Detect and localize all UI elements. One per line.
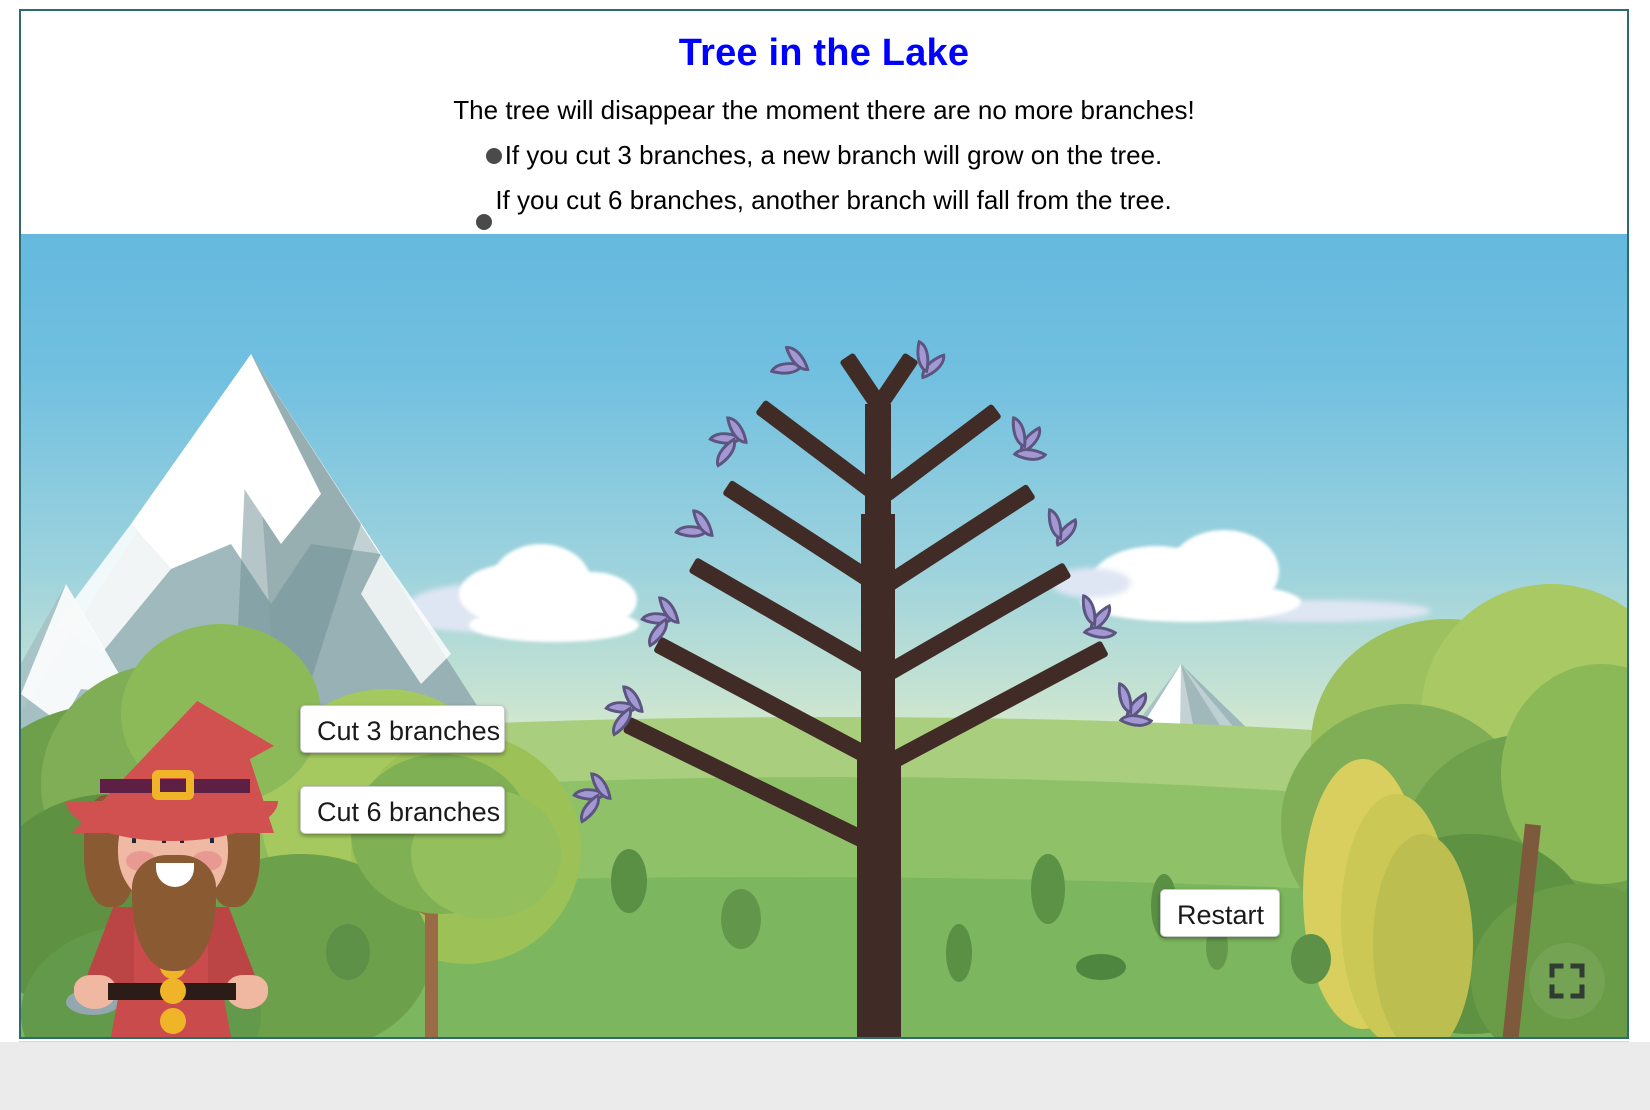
gnome-hat-buckle: [152, 770, 194, 800]
rule-text: If you cut 6 branches, another branch wi…: [495, 185, 1172, 215]
cut-6-branches-button[interactable]: Cut 6 branches: [300, 786, 505, 834]
intro-text: The tree will disappear the moment there…: [453, 95, 1195, 125]
gnome-character: [56, 697, 286, 1037]
bottom-strip: [0, 1042, 1650, 1110]
gnome-robe-button: [160, 978, 186, 1004]
tree-branch: [884, 562, 1072, 680]
game-scene: Cut 3 branches Cut 6 branches Restart: [21, 234, 1627, 1037]
tree-branch: [839, 352, 889, 414]
gnome-robe-button: [160, 1008, 186, 1034]
tree-branch: [879, 403, 1002, 502]
gnome-hat-band: [100, 779, 250, 793]
rule-text: If you cut 3 branches, a new branch will…: [504, 140, 1163, 170]
rule-item: If you cut 3 branches, a new branch will…: [21, 140, 1627, 171]
instructions-panel: Tree in the Lake The tree will disappear…: [21, 11, 1627, 234]
rule-item: If you cut 6 branches, another branch wi…: [21, 185, 1627, 230]
fullscreen-button[interactable]: [1529, 943, 1605, 1019]
cloud-right: [1051, 524, 1431, 644]
cut-3-branches-button[interactable]: Cut 3 branches: [300, 705, 505, 753]
tree-trunk: [857, 754, 901, 1037]
cloud-left: [351, 534, 641, 664]
tree-branch: [722, 479, 876, 588]
bullet-icon: [476, 214, 493, 230]
tree-trunk: [861, 514, 895, 764]
tree-trunk: [865, 404, 891, 524]
page-title: Tree in the Lake: [678, 32, 970, 74]
tree-branch: [882, 483, 1036, 592]
bullet-icon: [485, 147, 502, 164]
main-tree: [572, 314, 1154, 1037]
tree-branch: [755, 399, 878, 498]
restart-button[interactable]: Restart: [1160, 889, 1280, 937]
app-frame: Tree in the Lake The tree will disappear…: [19, 9, 1629, 1039]
